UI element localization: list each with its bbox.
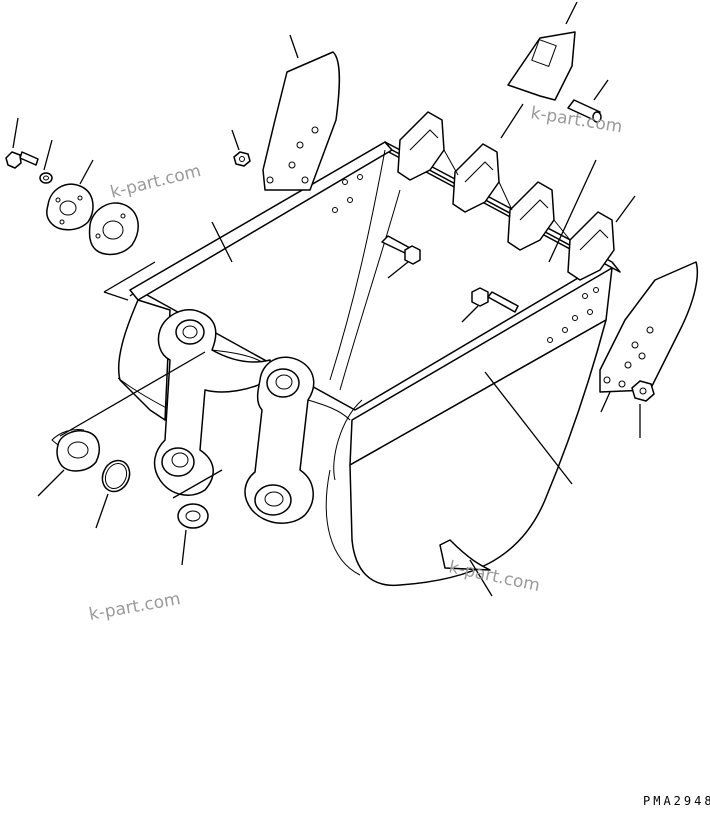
shim-washer bbox=[177, 503, 209, 529]
bucket-body bbox=[117, 141, 621, 587]
leader-lines bbox=[12, 1, 641, 597]
right-side-cutter-part bbox=[599, 261, 699, 393]
watermark-3: k-part.com bbox=[447, 557, 542, 596]
tooth-3 bbox=[507, 181, 555, 251]
bucket-shell bbox=[349, 319, 607, 587]
front-upper-boss bbox=[266, 368, 300, 398]
rear-upper-boss bbox=[175, 319, 205, 345]
hex-nut-left bbox=[233, 151, 251, 167]
bolt-center bbox=[381, 235, 421, 265]
collar-bushing bbox=[51, 429, 101, 472]
hex-nut-right bbox=[631, 380, 655, 402]
hub-bolt bbox=[5, 151, 39, 169]
hub-flange bbox=[46, 183, 94, 231]
bolt-right bbox=[471, 287, 519, 313]
watermark-1: k-part.com bbox=[108, 161, 203, 203]
watermark-4: k-part.com bbox=[87, 589, 182, 625]
bucket-left-side-plate bbox=[117, 299, 171, 421]
link-brackets bbox=[153, 309, 351, 524]
drawing-code: PMA2948 bbox=[643, 794, 710, 808]
tooth-point-part bbox=[507, 31, 576, 101]
top-beam-bolt-holes bbox=[332, 174, 599, 343]
tooth-2 bbox=[452, 143, 500, 213]
o-ring bbox=[101, 459, 131, 493]
tooth-4 bbox=[567, 211, 615, 281]
hub-boss bbox=[88, 202, 139, 256]
tooth-pin-part bbox=[567, 99, 602, 123]
front-lower-boss bbox=[254, 484, 292, 516]
left-side-cutter-part bbox=[262, 51, 341, 191]
bucket-teeth bbox=[397, 111, 615, 281]
bottom-wear-plate bbox=[439, 539, 491, 571]
hub-washer bbox=[39, 172, 53, 184]
front-boss-bracket bbox=[244, 356, 315, 524]
tooth-1 bbox=[397, 111, 445, 181]
rear-lower-boss bbox=[161, 447, 195, 477]
